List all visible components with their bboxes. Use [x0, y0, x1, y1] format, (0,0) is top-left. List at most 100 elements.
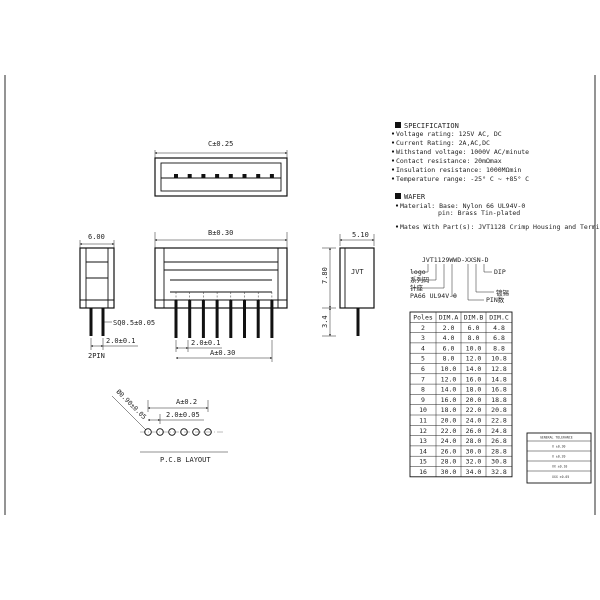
table-cell: 14	[419, 447, 427, 455]
table-cell: 30.0	[466, 447, 482, 455]
front-pin-row	[174, 292, 274, 338]
side-view: 6.00 SQ0.5±0.05 2.0±0.1 2PIN	[79, 233, 155, 360]
table-cell: 13	[419, 437, 427, 445]
table-cell: 26.0	[441, 447, 457, 455]
dim-b-label: B±0.30	[208, 229, 233, 237]
wafer-square-icon	[395, 193, 401, 199]
table-row: 14 26.0 30.0 28.8	[419, 447, 507, 455]
table-cell: 16.0	[441, 396, 457, 404]
end-width-label: 5.10	[352, 231, 369, 239]
table-cell: 22.8	[491, 417, 507, 425]
table-cell: 10.8	[491, 355, 507, 363]
code-series-label: 系列码	[410, 275, 430, 284]
table-cell: 10.0	[466, 344, 482, 352]
table-cell: 24.0	[466, 417, 482, 425]
spec-square-icon	[395, 122, 401, 128]
pin-tail	[256, 300, 260, 338]
table-cell: 4.0	[443, 334, 455, 342]
pin-square	[228, 174, 233, 178]
spec-item: Withstand voltage: 1000V AC/minute	[396, 148, 529, 156]
table-header-cell: DIM.B	[464, 314, 484, 322]
pin-square	[187, 174, 192, 178]
pin-tail	[215, 300, 219, 338]
wafer-pin-material: pin: Brass Tin-plated	[438, 209, 520, 217]
code-logo-label: logo	[410, 268, 426, 276]
table-cell: 24.0	[441, 437, 457, 445]
pin-size-label: SQ0.5±0.05	[113, 319, 155, 327]
bullet-icon	[391, 177, 395, 180]
spec-item: Current Rating: 2A,AC,DC	[396, 139, 490, 147]
bullet-icon	[391, 132, 395, 135]
pcb-hole	[192, 428, 200, 436]
pin-tail	[270, 300, 274, 338]
table-cell: 9	[421, 396, 425, 404]
table-cell: 24.8	[491, 427, 507, 435]
table-cell: 10.0	[441, 365, 457, 373]
pin-tail	[229, 300, 233, 338]
pcb-caption: P.C.B LAYOUT	[160, 456, 211, 464]
top-pin-row	[174, 174, 274, 178]
wafer-heading: WAFER	[404, 193, 426, 201]
bullet-icon	[391, 159, 395, 162]
bullet-icon	[391, 168, 395, 171]
table-cell: 2.0	[443, 324, 455, 332]
bullet-icon	[391, 150, 395, 153]
table-cell: 28.0	[441, 458, 457, 466]
table-cell: 28.0	[466, 437, 482, 445]
wafer-material: Material: Base: Nylon 66 UL94V-0	[400, 202, 525, 210]
tolerance-row: XX ±0.10	[552, 465, 567, 469]
spec-item: Insulation resistance: 1000MΩmin	[396, 166, 521, 174]
table-cell: 34.0	[466, 468, 482, 476]
wafer-mates: Mates With Part(s): JVT1128 Crimp Housin…	[400, 223, 600, 231]
table-cell: 12	[419, 427, 427, 435]
end-logo: JVT	[351, 268, 364, 276]
table-cell: 5	[421, 355, 425, 363]
table-cell: 18.0	[441, 406, 457, 414]
pin-square	[201, 174, 206, 178]
table-cell: 14.8	[491, 375, 507, 383]
table-cell: 16.0	[466, 375, 482, 383]
pcb-hole	[180, 428, 188, 436]
side-width-label: 6.00	[88, 233, 105, 241]
dim-c-label: C±0.25	[208, 140, 233, 148]
code-material-label: PA66 UL94V-0	[410, 292, 457, 300]
pcb-a-label: A±0.2	[176, 398, 197, 406]
table-cell: 8.8	[493, 344, 505, 352]
table-cell: 6	[421, 365, 425, 373]
bullet-icon	[395, 204, 399, 207]
table-cell: 18.8	[491, 396, 507, 404]
table-cell: 14.0	[466, 365, 482, 373]
table-cell: 28.8	[491, 447, 507, 455]
code-plating-label: 镀锡	[496, 288, 510, 297]
code-dip-label: DIP	[494, 268, 506, 276]
table-cell: 32.0	[466, 458, 482, 466]
table-row: 6 10.0 14.0 12.8	[421, 365, 507, 373]
top-view: C±0.25	[154, 140, 288, 197]
table-cell: 22.0	[466, 406, 482, 414]
two-pin-label: 2PIN	[88, 352, 105, 360]
pin-tail	[188, 300, 192, 338]
pcb-pitch-label: 2.0±0.05	[166, 411, 200, 419]
tolerance-title: GENERAL TOLERANCE	[540, 436, 573, 440]
tolerance-row: X ±0.30	[552, 445, 566, 449]
spec-item: Contact resistance: 20mΩmax	[396, 157, 502, 165]
pin-square	[256, 174, 261, 178]
table-cell: 30.8	[491, 458, 507, 466]
table-cell: 7	[421, 375, 425, 383]
end-view: 5.10 JVT 7.80 3.4	[321, 231, 375, 337]
tolerance-box: GENERAL TOLERANCE X ±0.30 X ±0.20 XX ±0.…	[526, 432, 592, 484]
spec-heading: SPECIFICATION	[404, 122, 459, 130]
pin-square	[269, 174, 274, 178]
table-cell: 8.0	[468, 334, 480, 342]
table-cell: 11	[419, 417, 427, 425]
pin-tail	[243, 300, 246, 338]
pcb-hole	[144, 428, 152, 436]
table-cell: 18.0	[466, 386, 482, 394]
table-cell: 12.8	[491, 365, 507, 373]
